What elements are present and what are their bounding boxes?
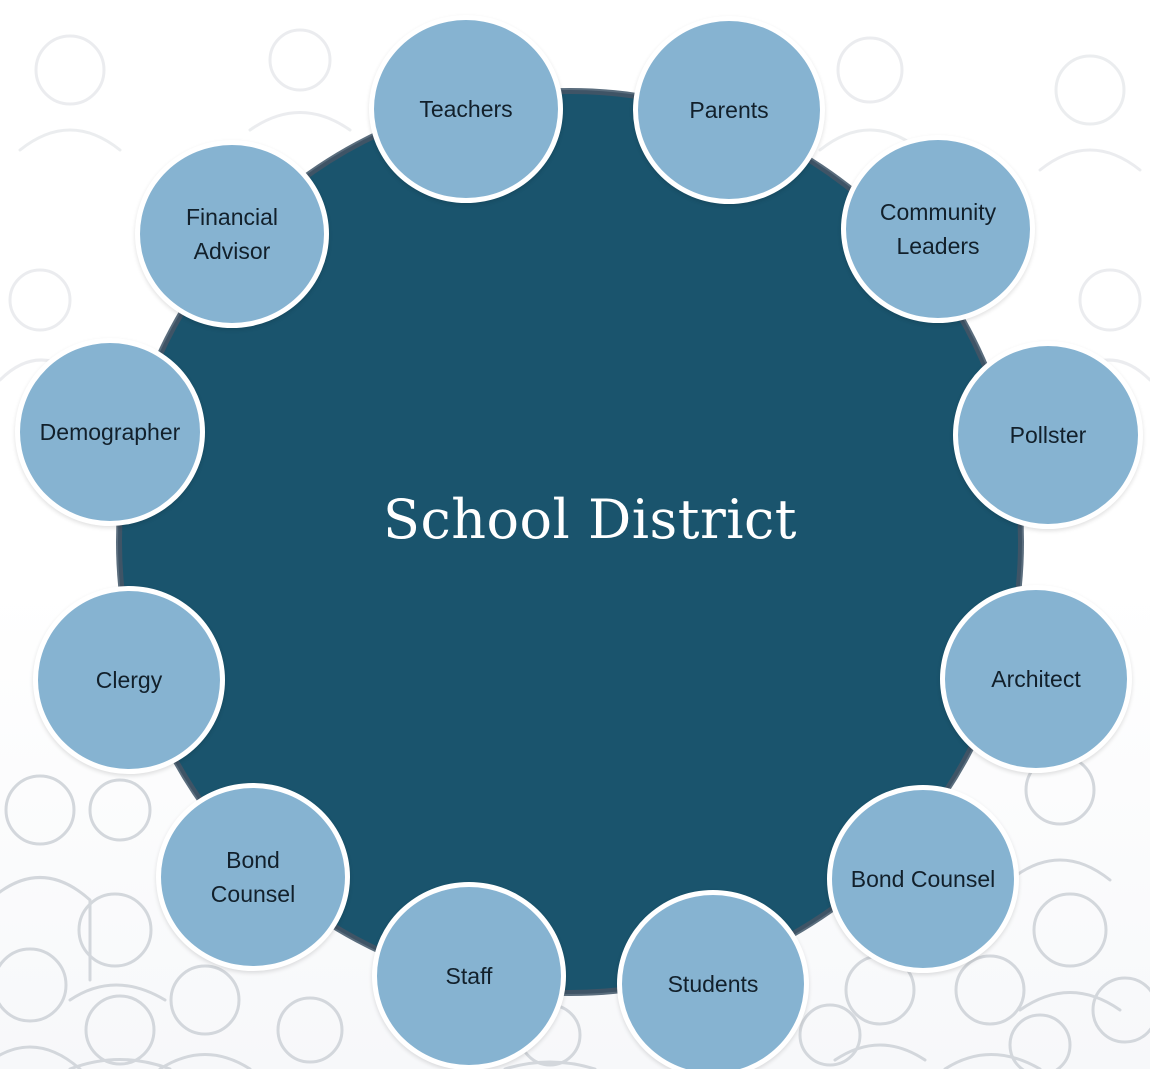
node-demographer: Demographer	[15, 338, 205, 526]
node-clergy: Clergy	[33, 586, 225, 774]
node-label: Bond Counsel	[850, 866, 996, 892]
node-label: Teachers	[419, 96, 513, 122]
node-parents: Parents	[633, 16, 825, 204]
node-label: Demographer	[39, 419, 181, 445]
node-label: Clergy	[95, 667, 163, 693]
hub-title: School District	[383, 488, 797, 551]
node-teachers: Teachers	[369, 15, 563, 203]
node-label: Parents	[689, 97, 769, 123]
node-label: Pollster	[1009, 422, 1087, 448]
node-students: Students	[617, 890, 809, 1069]
node-label: Staff	[445, 963, 493, 989]
node-label: Architect	[991, 666, 1081, 692]
node-pollster: Pollster	[953, 341, 1143, 529]
node-label: Students	[667, 971, 759, 997]
node-staff: Staff	[372, 882, 566, 1069]
node-architect: Architect	[940, 585, 1132, 773]
node-bond-counsel-right: Bond Counsel	[827, 785, 1019, 973]
